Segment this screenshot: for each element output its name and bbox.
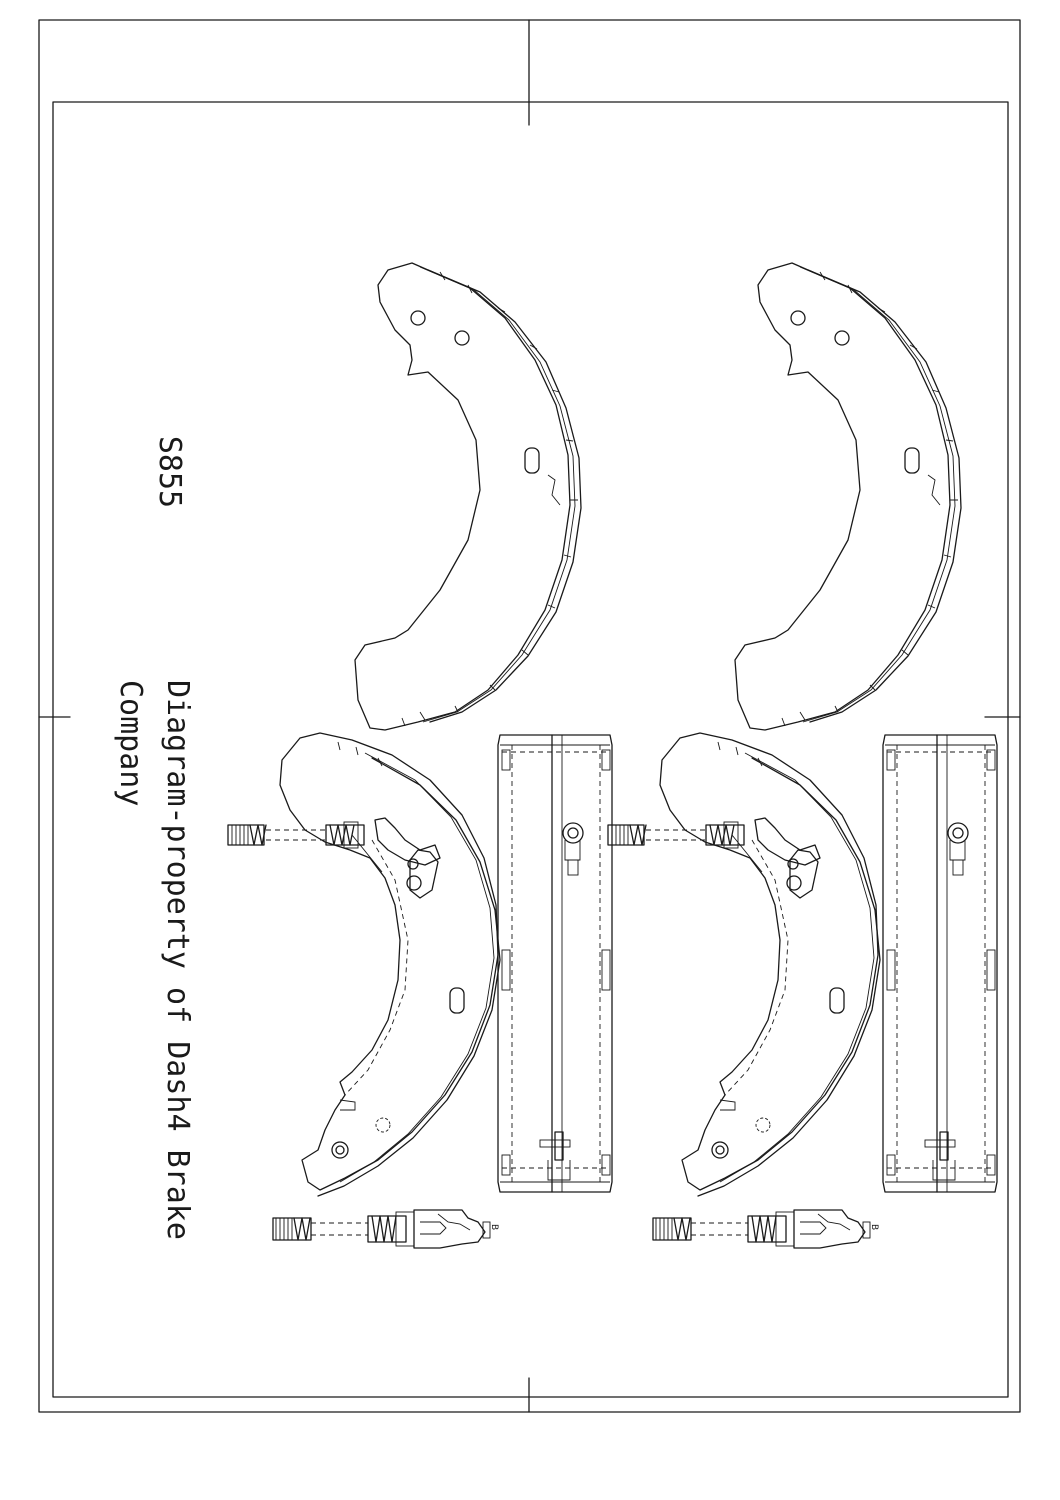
left-trailing-shoe [279, 732, 501, 1197]
part-number-label: S855 [152, 436, 187, 508]
right-adjuster-assembly [652, 1209, 871, 1249]
left-shoe-side-view [497, 734, 613, 1193]
left-spring-mark: B [489, 1224, 499, 1230]
ownership-notice-line-2: Company [113, 680, 148, 806]
right-trailing-shoe [659, 732, 881, 1197]
right-leading-shoe [734, 262, 962, 731]
left-leading-shoe [354, 262, 582, 731]
right-spring-mark: B [869, 1224, 879, 1230]
sheet-frame [38, 19, 1021, 1413]
left-adjuster-assembly [272, 1209, 491, 1249]
right-return-spring [607, 821, 745, 849]
ownership-notice-line-1: Diagram-property of Dash4 Brake [160, 680, 195, 1240]
right-shoe-side-view [882, 734, 998, 1193]
left-return-spring [227, 821, 365, 849]
